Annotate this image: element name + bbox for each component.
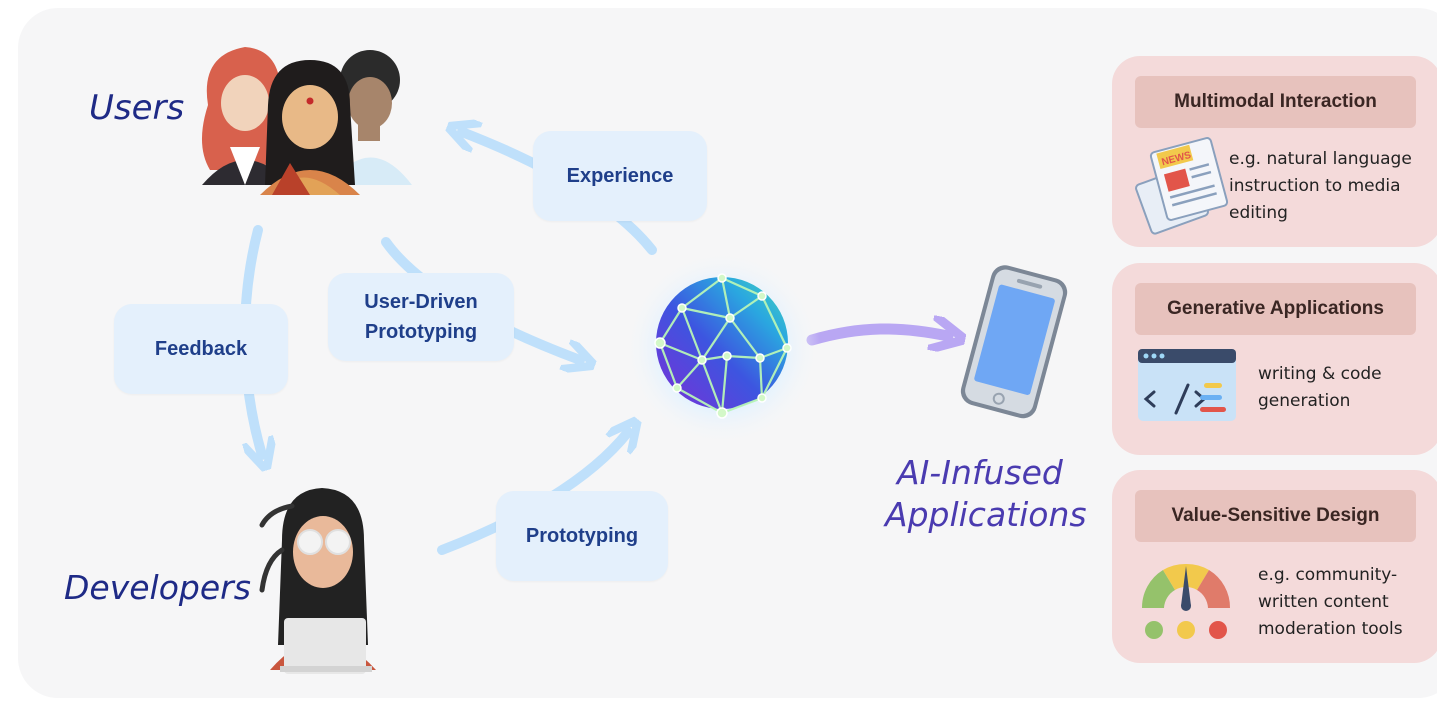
prototyping-bubble: Prototyping bbox=[496, 491, 668, 581]
ai-to-app-arrow bbox=[806, 329, 948, 340]
ai-network-orb-icon bbox=[624, 250, 820, 446]
users-illustration bbox=[201, 47, 412, 195]
user-driven-label-line1: User-Driven bbox=[364, 291, 478, 313]
card-title: Value-Sensitive Design bbox=[1135, 490, 1416, 542]
card-title: Generative Applications bbox=[1135, 283, 1416, 335]
feedback-bubble: Feedback bbox=[114, 304, 288, 394]
card-generative-applications: Generative Applications writing & code g… bbox=[1112, 263, 1437, 455]
experience-bubble: Experience bbox=[533, 131, 707, 221]
newspaper-icon: NEWS bbox=[1135, 137, 1229, 235]
ai-infused-label-line1: AI-Infused bbox=[897, 453, 1063, 492]
user-driven-label-line2: Prototyping bbox=[364, 321, 478, 343]
smartphone-icon bbox=[960, 265, 1068, 419]
gauge-icon bbox=[1141, 563, 1231, 639]
users-label: Users bbox=[89, 88, 185, 128]
feedback-label: Feedback bbox=[154, 338, 248, 360]
developers-label: Developers bbox=[64, 568, 251, 607]
code-window-icon bbox=[1138, 349, 1236, 421]
developer-illustration bbox=[259, 488, 376, 674]
ai-infused-label-line2: Applications bbox=[885, 495, 1087, 534]
card-description: writing & code generation bbox=[1258, 364, 1382, 411]
prototyping-label: Prototyping bbox=[525, 525, 639, 547]
experience-label: Experience bbox=[566, 165, 674, 187]
user-driven-bubble: User-Driven Prototyping bbox=[328, 273, 514, 361]
card-description: e.g. community- written content moderati… bbox=[1258, 565, 1403, 639]
card-value-sensitive-design: Value-Sensitive Design e.g. community- w… bbox=[1112, 470, 1437, 663]
card-multimodal-interaction: Multimodal Interaction NEWS e.g. natural… bbox=[1112, 56, 1437, 247]
card-title: Multimodal Interaction bbox=[1135, 76, 1416, 128]
card-description: e.g. natural language instruction to med… bbox=[1229, 149, 1412, 223]
